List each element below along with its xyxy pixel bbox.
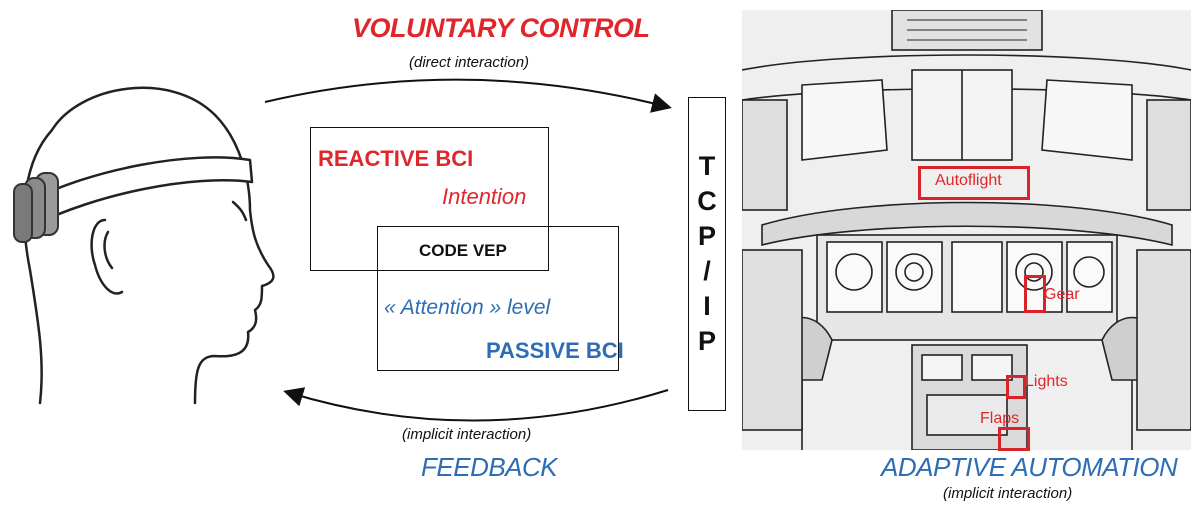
tcp-letter: I — [703, 291, 711, 321]
tcp-ip-box: T C P / I P — [688, 97, 726, 411]
feedback-title: FEEDBACK — [421, 452, 558, 482]
tcp-letter: P — [697, 326, 716, 356]
reactive-bci-label: REACTIVE BCI — [318, 146, 474, 171]
gear-highlight — [1024, 275, 1046, 313]
electrode-discs — [13, 172, 59, 243]
tcp-letter: / — [703, 256, 711, 286]
flaps-highlight — [998, 427, 1030, 451]
voluntary-subtitle: (direct interaction) — [409, 54, 530, 71]
feedback-subtitle: (implicit interaction) — [402, 426, 532, 443]
reactive-bci-box — [310, 127, 549, 271]
intention-label: Intention — [442, 184, 527, 209]
adaptive-subtitle: (implicit interaction) — [943, 485, 1073, 502]
tcp-letter: P — [697, 221, 716, 251]
voluntary-control-title: VOLUNTARY CONTROL — [352, 13, 650, 43]
gear-label: Gear — [1044, 286, 1080, 303]
adaptive-automation-title: ADAPTIVE AUTOMATION — [881, 452, 1178, 482]
autoflight-label: Autoflight — [935, 172, 1002, 189]
lights-highlight — [1006, 375, 1026, 399]
tcp-letter: C — [697, 186, 717, 216]
attention-level-label: « Attention » level — [384, 296, 551, 319]
passive-bci-box — [377, 226, 619, 371]
feedback-arrow — [283, 387, 669, 422]
lights-label: Lights — [1025, 373, 1068, 390]
autoflight-highlight — [918, 166, 1030, 200]
cockpit-image — [742, 10, 1191, 450]
head-illustration — [13, 86, 275, 405]
code-vep-label: CODE VEP — [419, 241, 507, 260]
passive-bci-label: PASSIVE BCI — [486, 338, 624, 363]
flaps-label: Flaps — [980, 410, 1020, 427]
voluntary-arrow — [264, 78, 672, 113]
tcp-letter: T — [698, 151, 716, 181]
headband — [30, 156, 254, 227]
